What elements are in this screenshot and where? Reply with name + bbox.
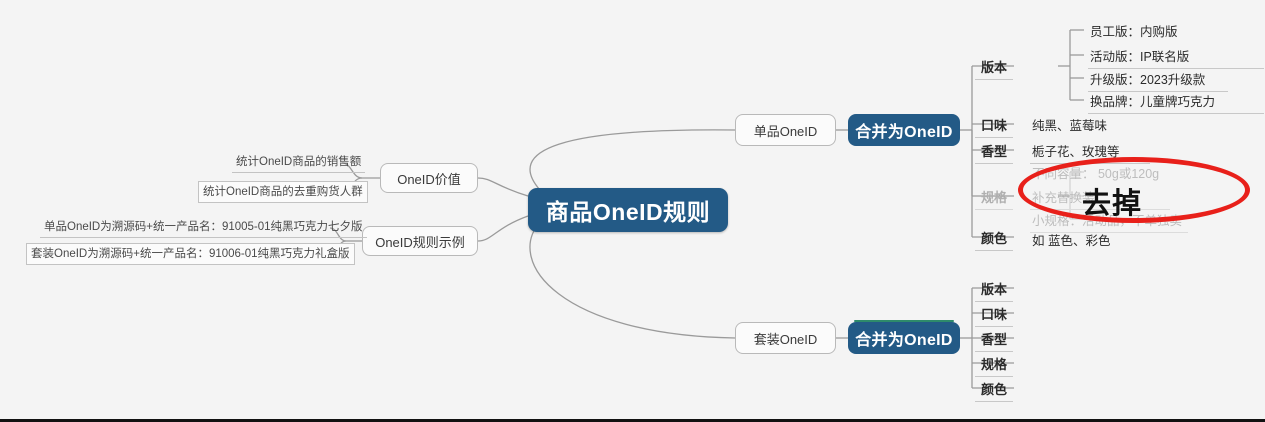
category-flavor-top[interactable]: 口味 <box>975 113 1014 138</box>
leaf-dedup-buyers[interactable]: 统计OneID商品的去重购货人群 <box>198 181 368 203</box>
root-node[interactable]: 商品OneID规则 <box>528 188 728 232</box>
value-version-rebrand[interactable]: 换品牌：儿童牌巧克力 <box>1088 89 1264 114</box>
value-version-employee[interactable]: 员工版：内购版 <box>1090 25 1178 39</box>
merge-node-bundle[interactable]: 合并为OneID <box>848 320 960 354</box>
value-flavor[interactable]: 纯黑、蓝莓味 <box>1032 119 1108 133</box>
branch-node-bundle-oneid[interactable]: 套装OneID <box>735 322 836 354</box>
annotation-label-remove: 去掉 <box>1082 188 1143 220</box>
category-version-bottom[interactable]: 版本 <box>975 277 1014 302</box>
value-version-campaign[interactable]: 活动版：IP联名版 <box>1088 44 1264 69</box>
leaf-single-item-oneid-rule[interactable]: 单品OneID为溯源码+统一产品名：91005-01纯黑巧克力七夕版 <box>40 217 367 238</box>
merge-node-single-item[interactable]: 合并为OneID <box>848 114 960 146</box>
category-color-bottom[interactable]: 颜色 <box>975 377 1014 402</box>
category-version-top[interactable]: 版本 <box>975 55 1014 80</box>
category-fragrance-bottom[interactable]: 香型 <box>975 327 1014 352</box>
value-version-upgrade[interactable]: 升级版：2023升级款 <box>1088 67 1228 92</box>
leaf-sales-amount[interactable]: 统计OneID商品的销售额 <box>232 152 366 173</box>
branch-node-oneid-value[interactable]: OneID价值 <box>380 163 478 193</box>
value-spec-capacity[interactable]: 不同容量： 50g或120g <box>1032 167 1160 181</box>
value-color[interactable]: 如 蓝色、彩色 <box>1032 234 1111 248</box>
branch-node-single-item-oneid[interactable]: 单品OneID <box>735 114 836 146</box>
category-flavor-bottom[interactable]: 口味 <box>975 302 1014 327</box>
category-specification-top[interactable]: 规格 <box>975 185 1014 210</box>
value-fragrance[interactable]: 栀子花、玫瑰等 <box>1030 139 1150 164</box>
category-specification-bottom[interactable]: 规格 <box>975 352 1014 377</box>
category-color-top[interactable]: 颜色 <box>975 226 1014 251</box>
category-fragrance-top[interactable]: 香型 <box>975 139 1014 164</box>
branch-node-oneid-rule-example[interactable]: OneID规则示例 <box>362 226 478 256</box>
leaf-bundle-oneid-rule[interactable]: 套装OneID为溯源码+统一产品名：91006-01纯黑巧克力礼盒版 <box>26 243 355 265</box>
value-spec-refill[interactable]: 补充替换装 <box>1030 185 1170 210</box>
